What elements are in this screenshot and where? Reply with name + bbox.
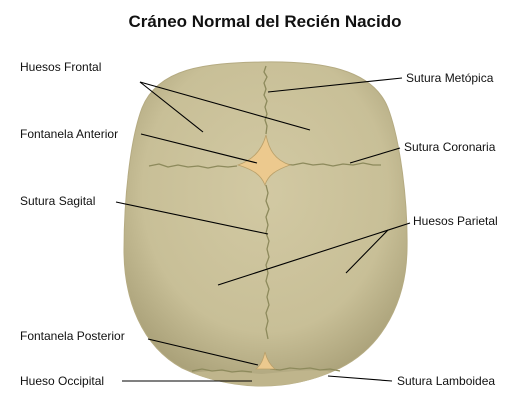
- leader-frontal-2: [139, 81, 311, 131]
- leader-fontanela-anterior: [140, 133, 258, 164]
- label-sutura-metopica: Sutura Metópica: [406, 71, 494, 85]
- label-hueso-occipital: Hueso Occipital: [20, 374, 104, 388]
- leader-sutura-lamboidea: [327, 375, 393, 382]
- label-sutura-sagital: Sutura Sagital: [20, 194, 95, 208]
- leader-parietal-2: [345, 229, 389, 274]
- label-sutura-lamboidea: Sutura Lamboidea: [397, 374, 495, 388]
- leader-parietal-1: [217, 222, 411, 286]
- occipital-bone: [192, 370, 332, 386]
- leader-fontanela-posterior: [147, 338, 259, 366]
- metopic-suture: [263, 65, 268, 135]
- leader-sutura-sagital: [115, 201, 269, 235]
- label-fontanela-anterior: Fontanela Anterior: [20, 127, 118, 141]
- leader-frontal-1: [139, 81, 204, 133]
- label-fontanela-posterior: Fontanela Posterior: [20, 329, 125, 343]
- sagittal-suture: [265, 184, 270, 340]
- label-huesos-frontal: Huesos Frontal: [20, 60, 101, 74]
- label-huesos-parietal: Huesos Parietal: [413, 214, 498, 228]
- posterior-fontanelle: [254, 351, 277, 370]
- coronal-suture: [148, 162, 381, 169]
- diagram-title: Cráneo Normal del Recién Nacido: [128, 12, 401, 31]
- leader-sutura-coronaria: [349, 147, 401, 164]
- anterior-fontanelle: [236, 134, 292, 187]
- leader-sutura-metopica: [267, 77, 403, 93]
- lambdoid-suture: [191, 367, 341, 373]
- label-sutura-coronaria: Sutura Coronaria: [404, 140, 496, 154]
